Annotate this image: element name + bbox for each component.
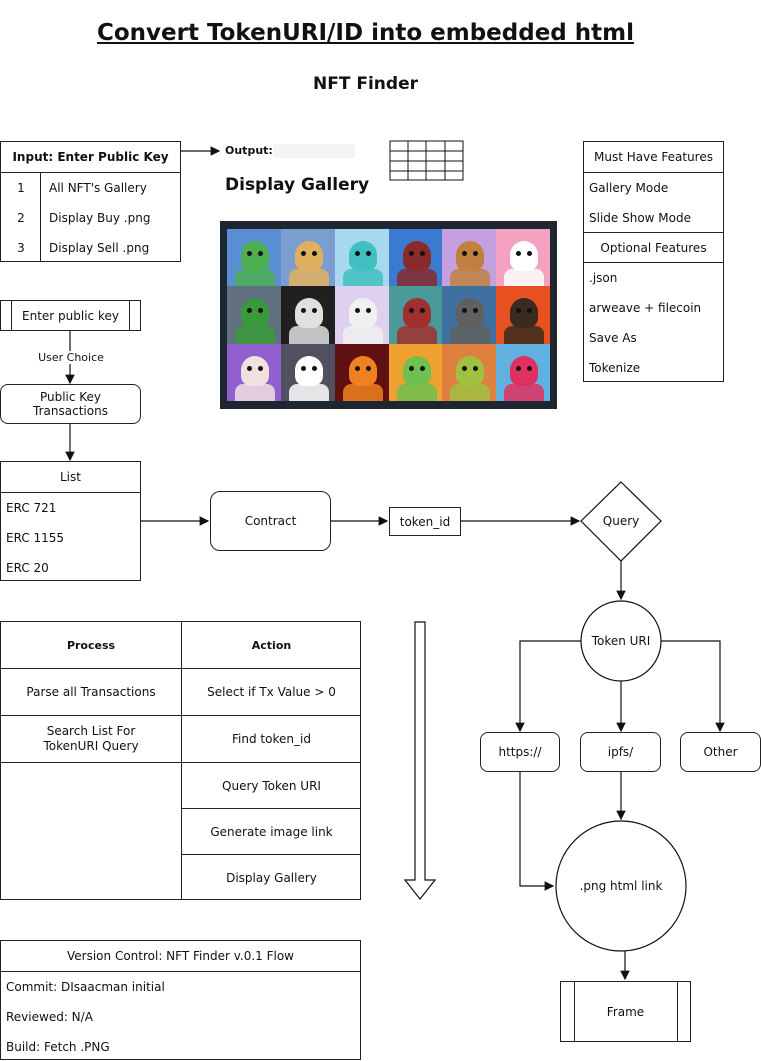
user-choice-label: User Choice bbox=[36, 351, 106, 364]
table-icon bbox=[389, 140, 464, 181]
must-have-item: Gallery Mode bbox=[589, 181, 669, 195]
enter-public-key-box: Enter public key bbox=[0, 300, 141, 331]
gallery-grid bbox=[227, 229, 550, 401]
input-row-number: 1 bbox=[17, 181, 25, 195]
nft-thumbnail bbox=[442, 343, 497, 401]
list-item: ERC 1155 bbox=[6, 531, 65, 545]
list-item: ERC 20 bbox=[6, 560, 49, 575]
ipfs-box: ipfs/ bbox=[580, 732, 661, 772]
nft-thumbnail bbox=[496, 343, 550, 401]
nft-thumbnail bbox=[388, 229, 443, 287]
nft-thumbnail bbox=[496, 229, 550, 287]
input-table: Input: Enter Public Key 1 All NFT's Gall… bbox=[0, 141, 181, 262]
token-uri-circle bbox=[580, 600, 662, 682]
must-have-header: Must Have Features bbox=[593, 150, 713, 164]
nft-gallery-image bbox=[220, 221, 557, 409]
arrow-tokenuri-to-other bbox=[661, 640, 725, 733]
input-row-label: All NFT's Gallery bbox=[49, 181, 147, 195]
frame-label: Frame bbox=[606, 1004, 645, 1019]
action-cell: Generate image link bbox=[210, 824, 333, 839]
optional-header: Optional Features bbox=[600, 241, 707, 255]
features-table: Must Have Features Gallery Mode Slide Sh… bbox=[583, 141, 724, 382]
process-table: Process Action Parse all Transactions Se… bbox=[0, 621, 361, 900]
optional-item: arweave + filecoin bbox=[589, 301, 702, 315]
input-table-header: Input: Enter Public Key bbox=[12, 150, 169, 164]
optional-item: Save As bbox=[589, 331, 637, 345]
arrow-tokenuri-to-https bbox=[515, 640, 581, 733]
token-uri-label: Token URI bbox=[591, 634, 651, 648]
page-subtitle: NFT Finder bbox=[313, 74, 418, 94]
action-cell: Query Token URI bbox=[222, 778, 321, 793]
list-item: ERC 721 bbox=[6, 501, 57, 515]
nft-thumbnail bbox=[334, 229, 389, 287]
version-commit: Commit: DIsaacman initial bbox=[6, 980, 165, 994]
input-row: 1 All NFT's Gallery bbox=[1, 173, 180, 203]
action-cell: Display Gallery bbox=[226, 870, 317, 885]
nft-thumbnail bbox=[334, 286, 389, 345]
list-table: List ERC 721 ERC 1155 ERC 20 bbox=[0, 461, 141, 581]
version-reviewed: Reviewed: N/A bbox=[6, 1010, 93, 1024]
nft-thumbnail bbox=[442, 229, 497, 287]
nft-thumbnail bbox=[280, 286, 335, 345]
arrow-https-to-png bbox=[519, 772, 555, 891]
nft-thumbnail bbox=[227, 286, 281, 345]
version-control-table: Version Control: NFT Finder v.0.1 Flow C… bbox=[0, 940, 361, 1060]
query-diamond bbox=[580, 481, 662, 562]
input-row-number: 3 bbox=[17, 240, 25, 255]
action-cell: Select if Tx Value > 0 bbox=[207, 685, 336, 699]
other-box: Other bbox=[680, 732, 761, 772]
nft-thumbnail bbox=[442, 286, 497, 345]
enter-public-key-label: Enter public key bbox=[22, 308, 119, 323]
contract-box: Contract bbox=[210, 491, 331, 551]
nft-thumbnail bbox=[227, 343, 281, 401]
optional-item: .json bbox=[589, 271, 618, 285]
gallery-title: Display Gallery bbox=[225, 175, 370, 195]
nft-thumbnail bbox=[334, 343, 389, 401]
query-label: Query bbox=[602, 514, 640, 528]
input-row-label: Display Buy .png bbox=[49, 211, 151, 225]
process-direction-arrow bbox=[403, 621, 437, 900]
token-id-box: token_id bbox=[389, 507, 461, 536]
png-link-label: .png html link bbox=[579, 879, 663, 893]
https-box: https:// bbox=[480, 732, 560, 772]
process-header: Process bbox=[66, 638, 116, 652]
nft-thumbnail bbox=[280, 229, 335, 287]
list-header: List bbox=[60, 470, 81, 484]
version-build: Build: Fetch .PNG bbox=[6, 1039, 110, 1054]
process-cell: Parse all Transactions bbox=[26, 685, 156, 699]
png-link-circle bbox=[555, 820, 687, 952]
action-header: Action bbox=[251, 638, 292, 652]
nft-thumbnail bbox=[280, 343, 335, 401]
input-row-label: Display Sell .png bbox=[49, 240, 150, 255]
process-cell: Search List For TokenURI Query bbox=[43, 724, 139, 753]
nft-thumbnail bbox=[496, 286, 550, 345]
nft-thumbnail bbox=[227, 229, 281, 287]
nft-thumbnail bbox=[388, 286, 443, 345]
input-row: 3 Display Sell .png bbox=[1, 233, 180, 262]
public-key-transactions-box: Public Key Transactions bbox=[0, 384, 141, 424]
input-row: 2 Display Buy .png bbox=[1, 203, 180, 233]
must-have-item: Slide Show Mode bbox=[589, 211, 691, 225]
optional-item: Tokenize bbox=[589, 360, 641, 375]
version-header: Version Control: NFT Finder v.0.1 Flow bbox=[67, 949, 294, 963]
action-cell: Find token_id bbox=[232, 732, 311, 746]
input-row-number: 2 bbox=[17, 211, 25, 225]
frame-box: Frame bbox=[560, 981, 691, 1042]
output-label: Output: bbox=[225, 144, 355, 158]
nft-thumbnail bbox=[388, 343, 443, 401]
page-title: Convert TokenURI/ID into embedded html bbox=[97, 20, 634, 46]
